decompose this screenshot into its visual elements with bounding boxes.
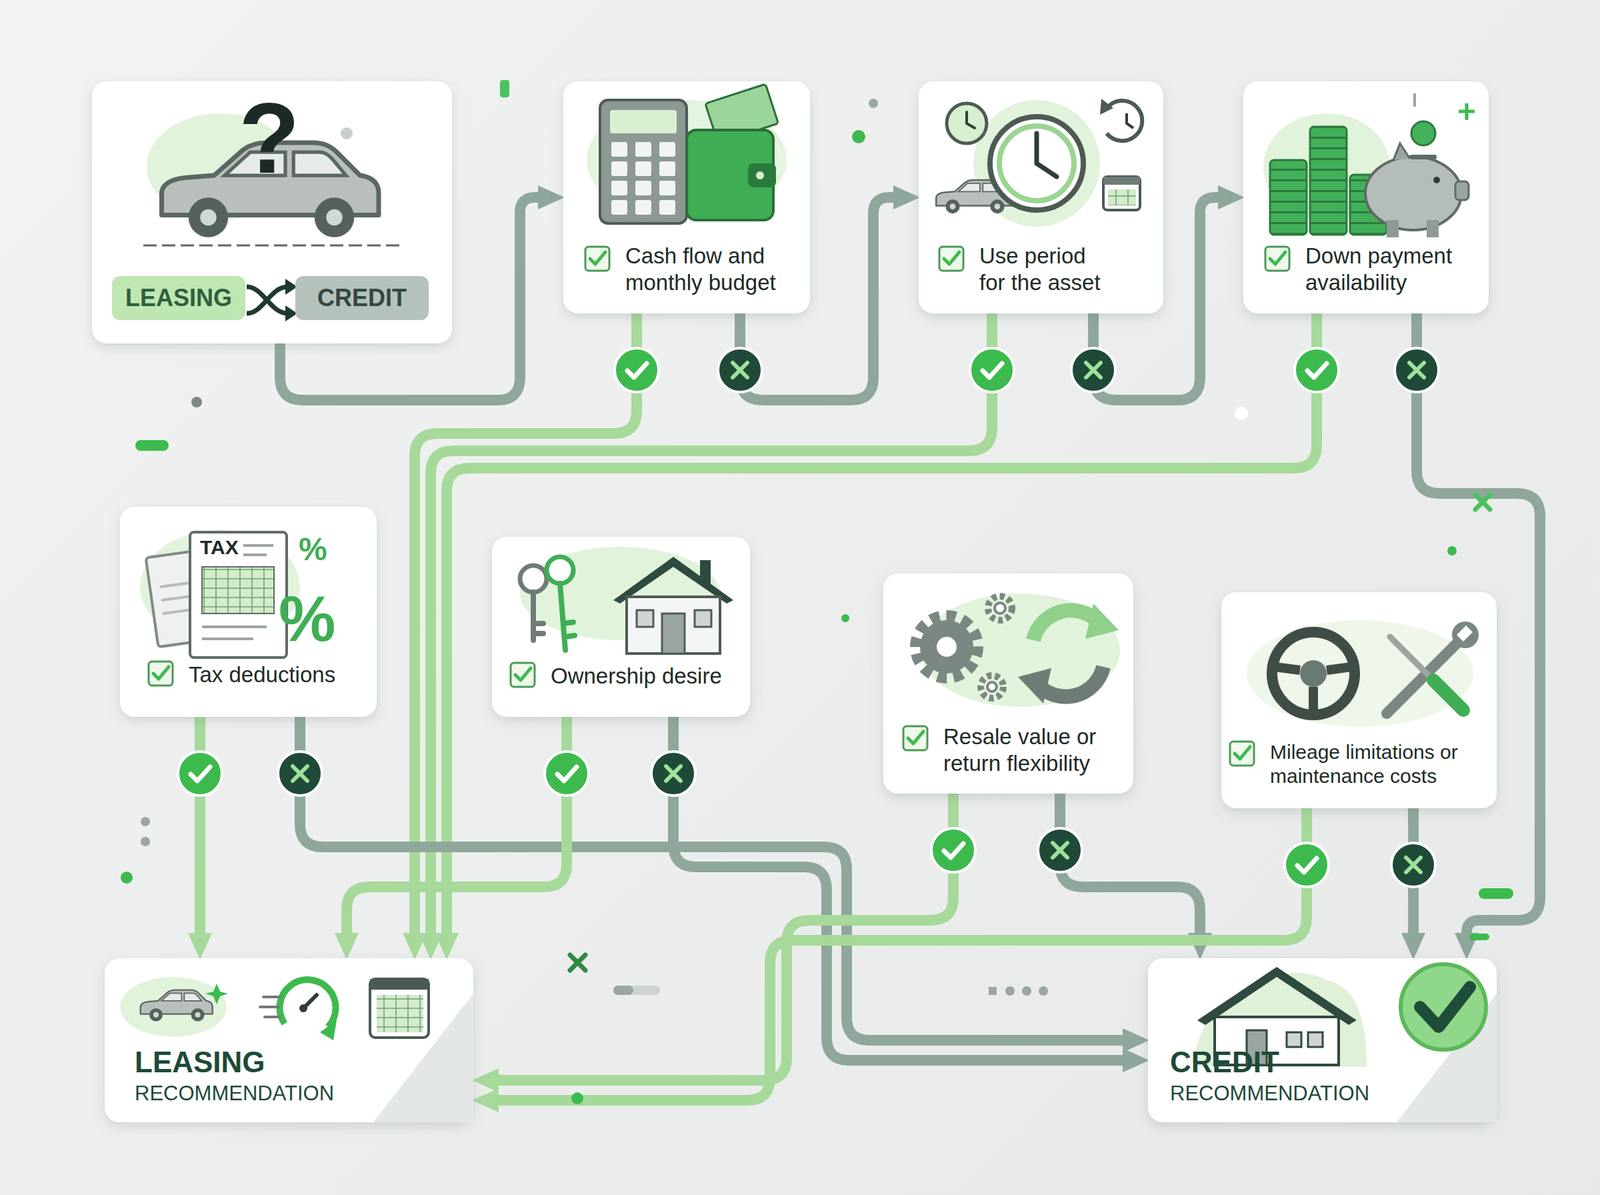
node-text: Use period for the asset [979, 242, 1116, 296]
node-text: Ownership desire [550, 662, 744, 690]
option-pill: CREDIT [295, 276, 429, 320]
no-connector [1060, 793, 1200, 945]
node-text: Down payment availability [1305, 242, 1482, 296]
node-text: RECOMMENDATION [1170, 1080, 1437, 1106]
keys-house-icon [520, 546, 734, 654]
decision-markers [178, 348, 1439, 887]
criterion-box: Resale value or return flexibility [883, 573, 1134, 794]
criterion-box: Use period for the asset [918, 81, 1164, 314]
leasing-rec-icon [120, 976, 429, 1040]
result-box: LEASINGRECOMMENDATION [104, 958, 474, 1122]
wheel-tools-icon [1246, 620, 1479, 727]
question-mark: ? [238, 88, 300, 188]
no-connector [300, 716, 1135, 1040]
gears-arrows-icon [916, 593, 1120, 707]
node-text: LEASING [134, 1044, 442, 1080]
criterion-box: Tax deductions [120, 506, 377, 717]
node-text: Mileage limitations or maintenance costs [1270, 740, 1490, 788]
criterion-box: Ownership desire [492, 536, 750, 717]
criterion-box: Mileage limitations or maintenance costs [1221, 592, 1497, 808]
percent-sign: % [278, 586, 336, 651]
yes-connector [346, 716, 567, 945]
option-pill: LEASING [112, 276, 246, 320]
box-backdrops [92, 81, 1497, 1122]
decoration [120, 80, 1514, 1104]
criterion-box: Cash flow and monthly budget [563, 81, 810, 314]
percent-sign: % [298, 533, 328, 566]
corner-shade [373, 993, 474, 1122]
node-text: Cash flow and monthly budget [625, 242, 819, 296]
node-text: Resale value or return flexibility [943, 723, 1127, 776]
node-text: RECOMMENDATION [134, 1080, 442, 1106]
document-label: TAX [200, 537, 239, 558]
checkbox-marks [148, 246, 1290, 766]
clock-car-icon [936, 98, 1142, 227]
tax-document-icon [140, 530, 300, 658]
node-text: CREDIT [1170, 1044, 1437, 1080]
node-text: Tax deductions [188, 661, 369, 688]
calculator-wallet-icon [586, 84, 787, 224]
coins-piggy-icon [1263, 93, 1475, 238]
result-box: CREDITRECOMMENDATION [1148, 958, 1497, 1122]
criterion-box: Down payment availability [1243, 81, 1489, 314]
